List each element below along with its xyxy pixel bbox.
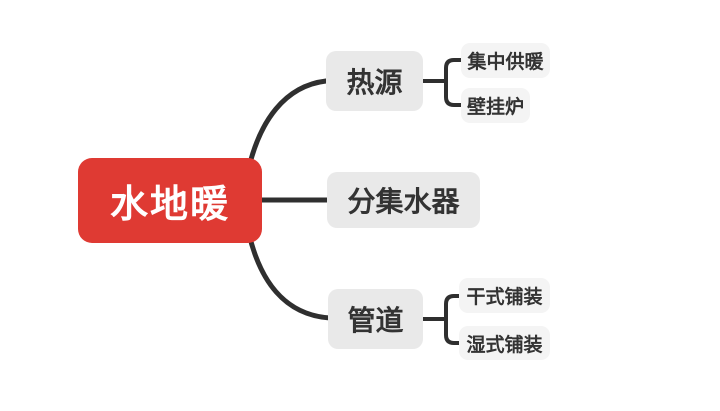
bracket-connector-bottom <box>421 294 461 345</box>
subtopic-node-wet-installation[interactable]: 湿式铺装 <box>459 326 550 360</box>
topic-node-heat-source[interactable]: 热源 <box>326 51 423 111</box>
subtopic-node-central-heating[interactable]: 集中供暖 <box>461 43 550 78</box>
subtopic-node-dry-installation[interactable]: 干式铺装 <box>459 278 550 313</box>
subtopic-node-wall-boiler[interactable]: 壁挂炉 <box>461 88 530 123</box>
branch-line-top <box>246 78 329 170</box>
topic-node-pipes[interactable]: 管道 <box>328 289 423 349</box>
bracket-connector-top <box>421 58 463 107</box>
branch-line-bottom <box>246 231 333 321</box>
root-node[interactable]: 水地暖 <box>78 158 262 243</box>
topic-node-manifold[interactable]: 分集水器 <box>327 172 480 228</box>
